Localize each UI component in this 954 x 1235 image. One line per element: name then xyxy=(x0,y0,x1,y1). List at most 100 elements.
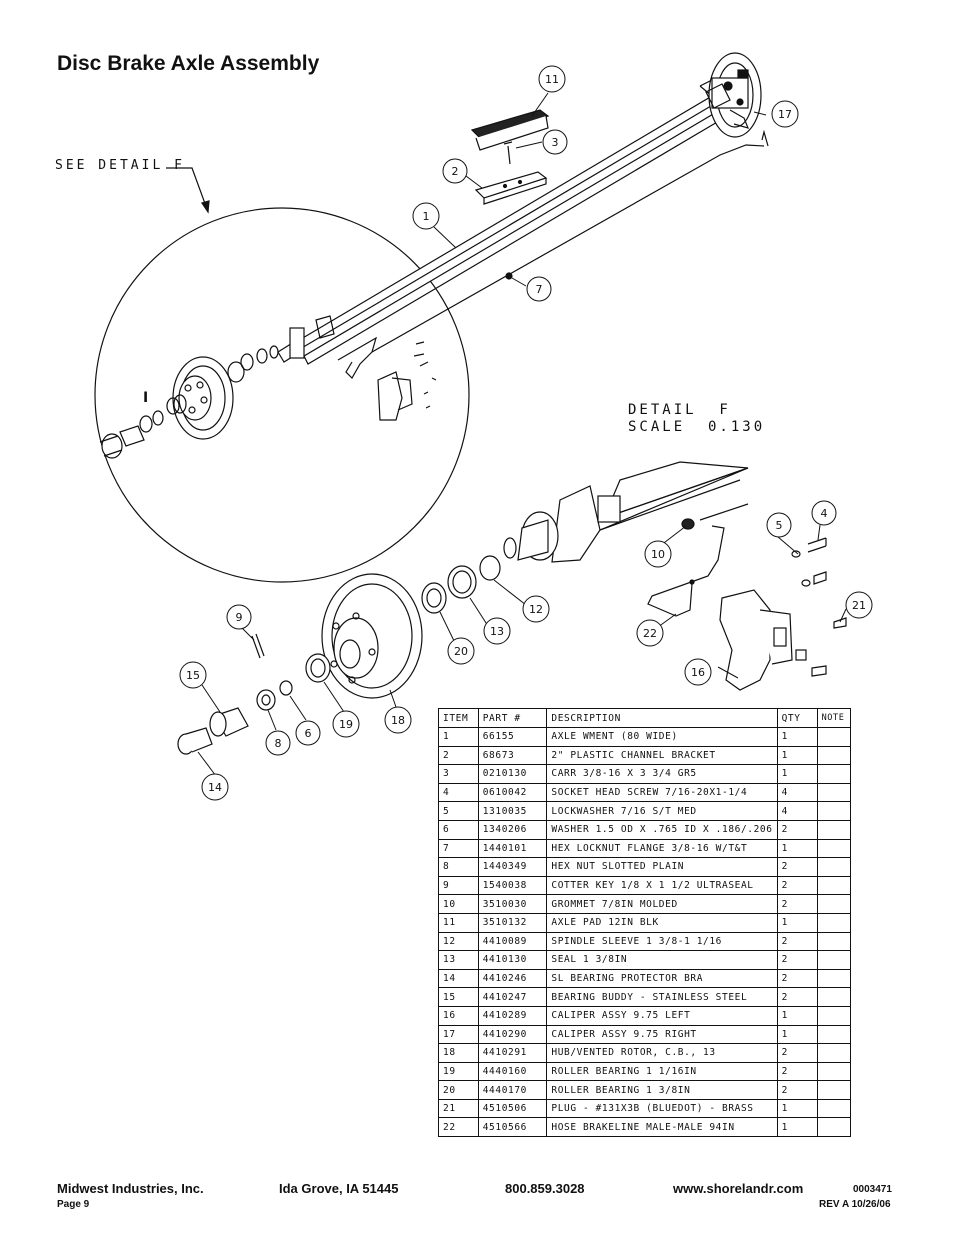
detail-circle xyxy=(94,207,470,583)
cell-part-number: 1440101 xyxy=(477,838,548,859)
right-caliper-assembly xyxy=(705,52,762,138)
cell-qty: 1 xyxy=(776,1005,818,1026)
cell-description: PLUG - #131X3B (BLUEDOT) - BRASS xyxy=(546,1098,778,1119)
cell-qty: 1 xyxy=(776,1024,818,1045)
cell-item: 13 xyxy=(438,950,479,970)
cell-part-number: 4440160 xyxy=(477,1061,548,1082)
callout-label: 19 xyxy=(339,718,353,731)
cell-qty: 4 xyxy=(776,801,818,821)
detail-scale: SCALE 0.130 xyxy=(628,419,766,435)
carriage-bolt xyxy=(503,141,513,165)
cell-description: 2" PLASTIC CHANNEL BRACKET xyxy=(546,745,778,766)
cell-part-number: 4510566 xyxy=(477,1117,548,1138)
callout-label: 5 xyxy=(776,519,783,532)
cell-qty: 2 xyxy=(776,950,818,970)
callout-label: 9 xyxy=(236,611,243,624)
callout-label: 1 xyxy=(423,210,430,223)
cell-description: HOSE BRAKELINE MALE-MALE 94IN xyxy=(546,1117,778,1138)
footer-phone: 800.859.3028 xyxy=(505,1181,585,1196)
cell-note xyxy=(816,894,852,914)
callout-label: 21 xyxy=(852,599,866,612)
callout-label: 10 xyxy=(651,548,665,561)
cell-qty: 2 xyxy=(776,1061,818,1082)
cell-item: 9 xyxy=(438,875,479,896)
cell-description: SEAL 1 3/8IN xyxy=(546,950,778,970)
cell-note xyxy=(816,764,852,784)
cell-note xyxy=(816,1061,852,1082)
cell-qty: 1 xyxy=(776,727,818,747)
cell-description: HEX LOCKNUT FLANGE 3/8-16 W/T&T xyxy=(546,838,778,859)
footer-page: Page 9 xyxy=(57,1199,90,1210)
cell-item: 22 xyxy=(438,1117,479,1138)
cell-part-number: 1310035 xyxy=(477,801,548,821)
callout-2: 2 xyxy=(442,158,468,184)
callout-label: 16 xyxy=(691,666,705,679)
cell-item: 18 xyxy=(438,1043,479,1063)
header-description: DESCRIPTION xyxy=(546,708,778,728)
cell-note xyxy=(816,1005,852,1026)
header-item: ITEM xyxy=(438,708,479,728)
item-one-marker: I xyxy=(143,390,148,406)
cell-note xyxy=(816,1098,852,1119)
cell-part-number: 4410130 xyxy=(477,950,548,970)
callout-12: 12 xyxy=(522,595,550,623)
axle-pad xyxy=(470,109,550,151)
cell-note xyxy=(816,782,852,803)
cell-note xyxy=(816,987,852,1007)
cell-description: HEX NUT SLOTTED PLAIN xyxy=(546,857,778,877)
cell-item: 6 xyxy=(438,819,479,840)
callout-22: 22 xyxy=(636,619,664,647)
cell-part-number: 4410247 xyxy=(477,987,548,1007)
cell-note xyxy=(816,1024,852,1045)
page-footer: Midwest Industries, Inc. Ida Grove, IA 5… xyxy=(57,1181,899,1211)
callout-label: 4 xyxy=(821,507,828,520)
callout-5: 5 xyxy=(766,512,792,538)
callout-label: 18 xyxy=(391,714,405,727)
cell-part-number: 1440349 xyxy=(477,857,548,877)
callout-label: 8 xyxy=(275,737,282,750)
cell-qty: 2 xyxy=(776,894,818,914)
cell-item: 12 xyxy=(438,931,479,952)
cell-note xyxy=(816,819,852,840)
cell-part-number: 1340206 xyxy=(477,819,548,840)
cell-part-number: 4410290 xyxy=(477,1024,548,1045)
cell-part-number: 3510030 xyxy=(477,894,548,914)
callout-3: 3 xyxy=(542,129,568,155)
cell-item: 4 xyxy=(438,782,479,803)
callout-label: 12 xyxy=(529,603,543,616)
cell-description: LOCKWASHER 7/16 S/T MED xyxy=(546,801,778,821)
cell-description: ROLLER BEARING 1 1/16IN xyxy=(546,1061,778,1082)
callout-label: 17 xyxy=(778,108,792,121)
cell-item: 16 xyxy=(438,1005,479,1026)
footer-company: Midwest Industries, Inc. xyxy=(57,1181,204,1196)
cell-note xyxy=(816,912,852,933)
cell-item: 17 xyxy=(438,1024,479,1045)
cell-item: 19 xyxy=(438,1061,479,1082)
cell-note xyxy=(816,838,852,859)
detail-f-drawing xyxy=(177,461,847,755)
cell-part-number: 4410289 xyxy=(477,1005,548,1026)
cell-description: CARR 3/8-16 X 3 3/4 GR5 xyxy=(546,764,778,784)
footer-revision: REV A 10/26/06 xyxy=(819,1199,891,1210)
see-detail-arrowhead xyxy=(201,200,210,214)
cell-qty: 2 xyxy=(776,819,818,840)
footer-website: www.shorelandr.com xyxy=(673,1181,804,1196)
see-detail-leader xyxy=(166,167,208,210)
callout-label: 20 xyxy=(454,645,468,658)
cell-note xyxy=(816,1043,852,1063)
header-qty: QTY xyxy=(776,708,818,728)
cell-qty: 1 xyxy=(776,912,818,933)
cell-part-number: 3510132 xyxy=(477,912,548,933)
cell-note xyxy=(816,968,852,989)
